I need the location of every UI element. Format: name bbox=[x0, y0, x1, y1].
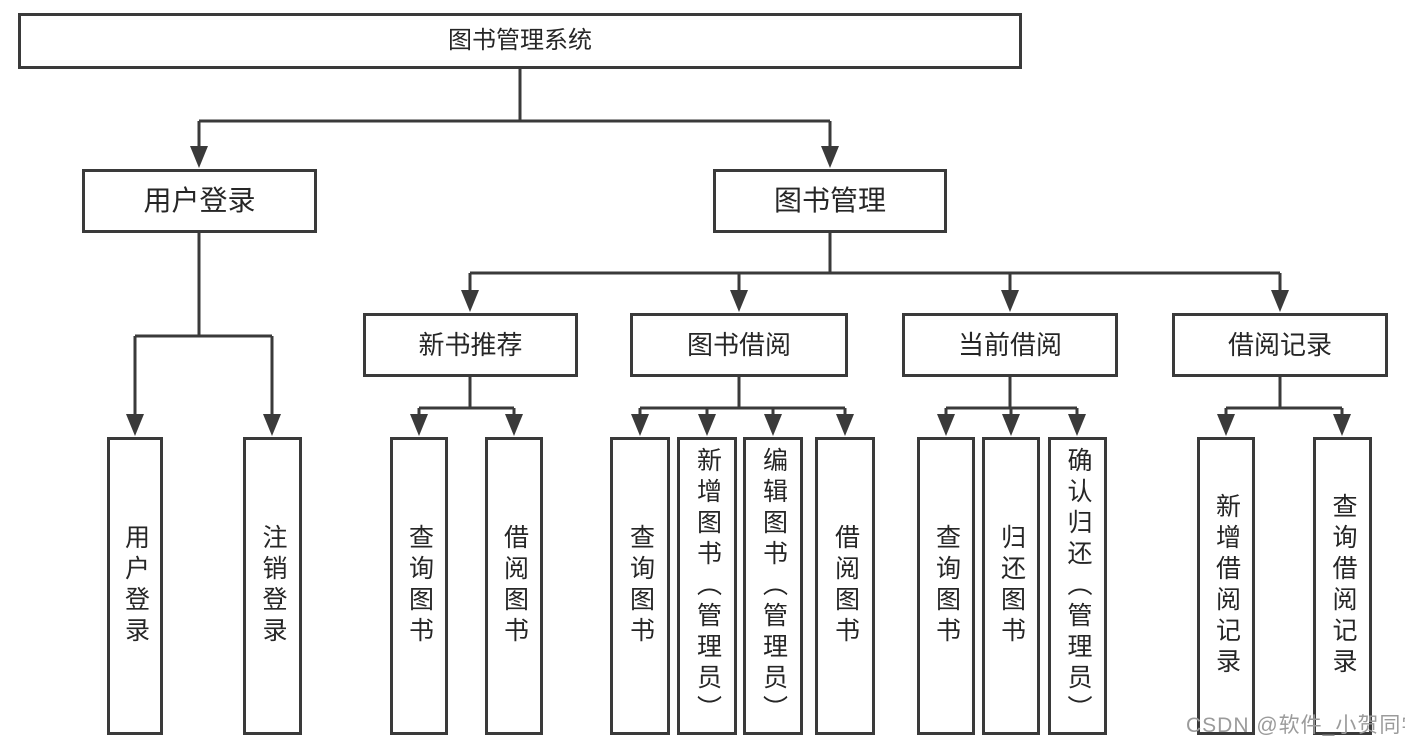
node-borrow-records-label: 借阅记录 bbox=[1227, 329, 1332, 360]
node-root-label: 图书管理系统 bbox=[448, 26, 592, 54]
leaf-borrow-books-1-label: 借阅图书 bbox=[500, 524, 529, 648]
leaf-add-books-admin: 新增图书（管理员） bbox=[677, 437, 737, 735]
leaf-query-books-3: 查询图书 bbox=[917, 437, 975, 735]
leaf-query-books-1: 查询图书 bbox=[390, 437, 448, 735]
node-borrow-records: 借阅记录 bbox=[1172, 313, 1388, 377]
csdn-watermark: CSDN @软件_小贺同学 bbox=[1186, 714, 1405, 737]
leaf-edit-books-admin: 编辑图书（管理员） bbox=[743, 437, 803, 735]
leaf-query-borrow-record: 查询借阅记录 bbox=[1313, 437, 1372, 735]
leaf-add-books-admin-label: 新增图书（管理员） bbox=[693, 446, 722, 726]
leaf-confirm-return-admin: 确认归还（管理员） bbox=[1048, 437, 1107, 735]
leaf-borrow-books-2-label: 借阅图书 bbox=[831, 524, 860, 648]
node-book-borrow: 图书借阅 bbox=[630, 313, 848, 377]
node-book-borrow-label: 图书借阅 bbox=[686, 329, 791, 360]
node-user-login: 用户登录 bbox=[82, 169, 317, 233]
node-new-book-recommend-label: 新书推荐 bbox=[418, 329, 523, 360]
leaf-return-books-label: 归还图书 bbox=[997, 524, 1026, 648]
leaf-query-books-2-label: 查询图书 bbox=[626, 524, 655, 648]
leaf-query-books-3-label: 查询图书 bbox=[932, 524, 961, 648]
leaf-borrow-books-2: 借阅图书 bbox=[815, 437, 875, 735]
leaf-add-borrow-record-label: 新增借阅记录 bbox=[1212, 493, 1241, 679]
leaf-return-books: 归还图书 bbox=[982, 437, 1040, 735]
node-current-borrow-label: 当前借阅 bbox=[957, 329, 1062, 360]
node-current-borrow: 当前借阅 bbox=[902, 313, 1118, 377]
leaf-logout: 注销登录 bbox=[243, 437, 302, 735]
leaf-user-login-label: 用户登录 bbox=[121, 524, 150, 648]
leaf-borrow-books-1: 借阅图书 bbox=[485, 437, 543, 735]
node-book-management: 图书管理 bbox=[713, 169, 947, 233]
node-book-management-label: 图书管理 bbox=[773, 184, 886, 216]
leaf-edit-books-admin-label: 编辑图书（管理员） bbox=[759, 446, 788, 726]
leaf-query-books-2: 查询图书 bbox=[610, 437, 670, 735]
leaf-query-books-1-label: 查询图书 bbox=[405, 524, 434, 648]
node-root: 图书管理系统 bbox=[18, 13, 1022, 69]
node-user-login-label: 用户登录 bbox=[143, 184, 256, 216]
leaf-confirm-return-admin-label: 确认归还（管理员） bbox=[1064, 446, 1092, 726]
leaf-query-borrow-record-label: 查询借阅记录 bbox=[1329, 493, 1357, 679]
leaf-logout-label: 注销登录 bbox=[259, 524, 287, 648]
leaf-add-borrow-record: 新增借阅记录 bbox=[1197, 437, 1255, 735]
leaf-user-login: 用户登录 bbox=[107, 437, 163, 735]
node-new-book-recommend: 新书推荐 bbox=[363, 313, 578, 377]
